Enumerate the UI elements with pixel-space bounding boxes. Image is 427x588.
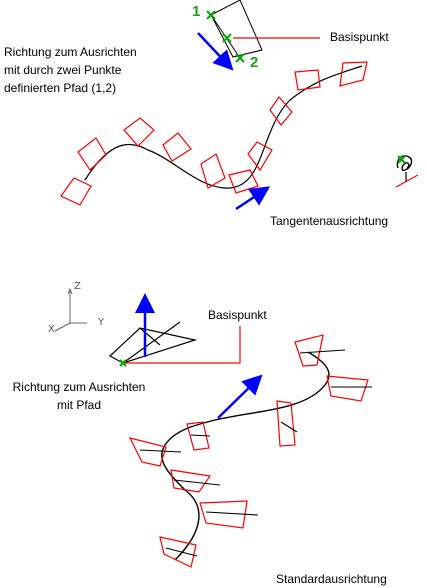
top-direction-label: Richtung zum Ausrichten mit durch zwei P… [4, 43, 137, 97]
point-mid-marker [222, 33, 232, 43]
point-2-marker [235, 53, 245, 63]
tile [326, 375, 369, 402]
tile [77, 137, 107, 171]
tile [269, 96, 293, 126]
point-2-number: 2 [250, 54, 259, 71]
tile [170, 469, 212, 493]
top-tiles [60, 61, 368, 206]
top-source-object [210, 0, 263, 58]
top-direction-arrow [197, 32, 234, 71]
tangent-scribble-icon [395, 155, 419, 188]
tile [294, 69, 321, 91]
default-label: Standardausrichtung [276, 572, 387, 586]
bottom-basepoint-label: Basispunkt [208, 308, 267, 322]
bottom-source-object [108, 321, 198, 364]
tile [60, 177, 92, 206]
tile [159, 536, 197, 568]
bottom-default-arrow [217, 374, 263, 419]
bottom-direction-line-2: mit Pfad [56, 398, 101, 412]
tile [199, 500, 248, 529]
tile [186, 421, 210, 451]
top-diagram [60, 0, 419, 211]
tangent-arrow [235, 186, 271, 211]
bottom-path-curve [161, 351, 330, 561]
ucs-y-label: Y [98, 317, 105, 328]
bottom-basepoint-marker [119, 359, 127, 367]
top-direction-line-1: Richtung zum Ausrichten [4, 45, 137, 59]
top-path-curve [84, 65, 363, 189]
tile [339, 61, 368, 87]
ucs-z-label: Z [74, 281, 81, 292]
tile [123, 117, 155, 147]
point-1-number: 1 [192, 3, 201, 20]
point-1-marker [206, 10, 216, 20]
top-direction-line-3: definierten Pfad (1,2) [4, 81, 117, 95]
top-direction-line-2: mit durch zwei Punkte [4, 63, 122, 77]
tile [200, 153, 226, 189]
tile [247, 141, 273, 172]
bottom-direction-label: Richtung zum Ausrichten mit Pfad [4, 378, 154, 414]
tile [276, 400, 296, 447]
ucs-x-label: X [48, 324, 55, 335]
tile [162, 132, 192, 162]
bottom-basepoint-line [123, 326, 241, 364]
tangent-label: Tangentenausrichtung [270, 214, 389, 228]
tile [294, 334, 324, 367]
top-basepoint-label: Basispunkt [330, 30, 389, 44]
bottom-tile-spokes [139, 349, 372, 557]
bottom-diagram [54, 287, 372, 568]
tile [128, 437, 167, 467]
bottom-direction-line-1: Richtung zum Ausrichten [12, 380, 146, 394]
tile [228, 169, 259, 194]
ucs-icon [54, 287, 87, 332]
bottom-tiles [128, 334, 369, 568]
